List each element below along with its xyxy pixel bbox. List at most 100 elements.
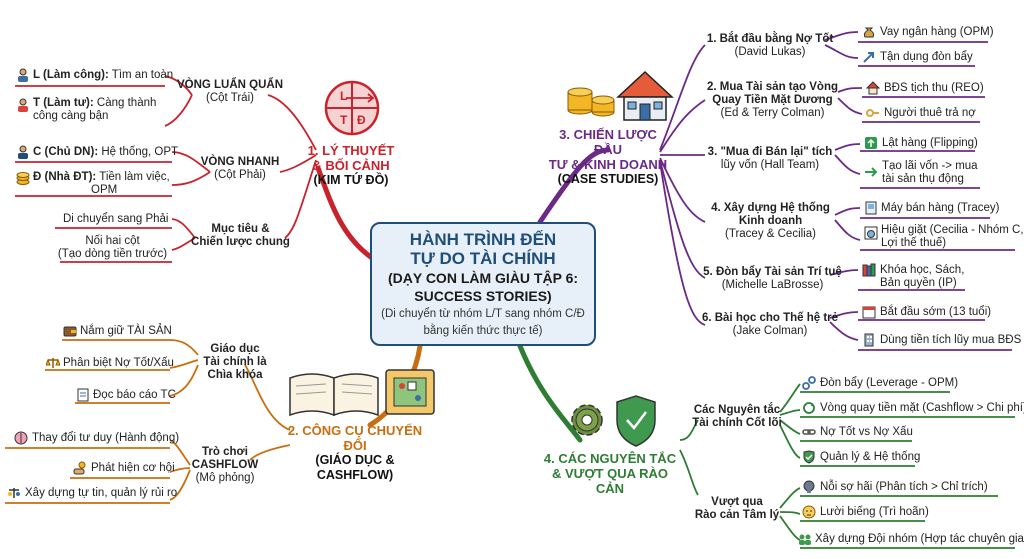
b2-item-good-bad-debt: Phân biệt Nợ Tốt/Xấu [63,357,174,369]
b3-case6-title-line1: 6. Bài học cho Thế hệ trẻ [701,312,839,324]
b2-item-confidence-risk: Xây dựng tự tin, quản lý rủi ro [25,487,178,499]
branch2-title-line1: 2. CÔNG CỤ CHUYỂN ĐỔI [287,423,423,453]
quadrant-letter-t: T [340,113,348,127]
b2-group1-label-line3: Chìa khóa [207,369,263,381]
worker-icon [18,68,28,82]
branch3-title-line1: 3. CHIẾN LƯỢC ĐẦU [559,127,657,157]
b3-case2-title-line3: (Ed & Terry Colman) [720,107,825,119]
b3-case6-title-line2: (Jake Colman) [732,325,808,337]
money-bag-icon [863,27,875,38]
branch4-connector [517,343,583,443]
b2-group1-label-line1: Giáo dục [210,343,260,355]
b2-group2-label-line2: CASHFLOW [191,459,259,471]
branch1-title-line3: (KIM TỨ ĐỒ) [313,173,389,187]
scale-icon [46,358,60,368]
b1-item-t-bold: T (Làm tư): [33,97,94,109]
quadrant-letter-l: L [340,89,348,103]
b3-case4-title-line2: Kinh doanh [738,215,803,227]
cycle-icon [803,402,815,414]
branch3-connector [537,147,611,225]
b2-item-read-reports: Đọc báo cáo TC [93,389,176,401]
books-icon [862,263,876,277]
b1-item-connect-columns: Nối hai cột(Tạo dòng tiền trước) [55,235,170,261]
branch2-title-line2: (GIÁO DỤC & CASHFLOW) [315,453,395,482]
sleepy-face-icon [802,505,816,519]
b3-item-capital-gain-line2: tài sản thụ động [882,173,964,185]
b3-item-laundry-line2: Lợi thế thuế) [881,237,947,249]
b3-item-ip-line2: Bản quyền (IP) [880,277,957,289]
central-title-line2: TỰ DO TÀI CHÍNH [410,249,556,268]
b1-item-c-bold: C (Chủ DN): [33,146,99,158]
b3-item-leverage: Tận dụng đòn bẩy [880,51,973,63]
key-icon [866,109,879,117]
building-icon [864,333,874,347]
b3-case5-title-line2: (Michelle LaBrosse) [721,279,824,291]
b3-case4-title-line3: (Tracey & Cecilia) [725,228,816,240]
branch3-title-line3: (CASE STUDIES) [557,172,659,186]
b1-group2-label-line2: (Cột Phải) [214,169,266,181]
b4-item-laziness: Lười biếng (Trì hoãn) [820,506,929,518]
house-icon [866,81,880,95]
b4-item-leverage: Đòn bẩy (Leverage - OPM) [820,377,959,389]
b3-case1-title-line2: (David Lukas) [734,46,806,58]
balance-icon [8,488,20,498]
b1-item-connect-columns-line2: (Tạo dòng tiền trước) [57,248,168,260]
b2-group2-label-line3: (Mô phỏng) [195,472,255,484]
central-subtitle-line2: SUCCESS STORIES) [414,288,552,304]
b1-item-t-text: Càng thành [93,97,157,109]
b2-group1-label-line2: Tài chính là [203,356,267,368]
investor-coin-icon [16,172,30,185]
b3-case6-title: 6. Bài học cho Thế hệ trẻ(Jake Colman) [700,312,840,338]
business-owner-icon [18,145,28,159]
b2-group2-label: Trò chơi CASHFLOW (Mô phỏng) [190,446,260,485]
branch1-connector [315,165,375,261]
b1-item-c: C (Chủ DN): Hệ thống, OPT [33,146,178,159]
b1-item-move-right: Di chuyển sang Phải [63,213,169,225]
book-and-board-game-icon [289,369,435,417]
b1-item-t-text2: công càng bận [33,110,109,122]
b3-item-start-early: Bắt đầu sớm (13 tuổi) [880,306,992,318]
b4-group2-label-line1: Vượt qua [711,496,763,508]
b1-item-d-text2: OPM [91,184,118,196]
coins-and-house-icon [567,70,674,121]
b3-case4-title-line1: 4. Xây dựng Hệ thống [711,202,830,214]
b2-item-opportunity: Phát hiện cơ hội [91,462,175,474]
head-icon [803,480,815,493]
lever-icon [802,376,816,390]
b3-item-laundry: Hiệu giặt (Cecilia - Nhóm C,Lợi thế thuế… [881,224,1024,250]
b1-item-l-text: Tìm an toàn [108,69,174,81]
b1-item-l-bold: L (Làm công): [33,69,109,81]
cashflow-quadrant-icon [324,80,380,136]
branch1-title-line1: 1. LÝ THUYẾT [307,143,395,158]
shield-check-icon [803,450,815,464]
brain-icon [14,431,28,445]
b2-group2-label-line1: Trò chơi [202,446,248,458]
b1-group1-label-line2: (Cột Trái) [206,92,254,104]
b3-case2-title-line1: 2. Mua Tài sản tạo Vòng [707,81,838,93]
b3-item-capital-gain-line1: Tạo lãi vốn -> mua [882,160,978,172]
b1-item-c-text: Hệ thống, OPT [98,146,179,158]
wallet-icon [63,326,77,337]
b4-group1-label-line1: Các Nguyên tắc [693,404,781,416]
link-icon [802,429,816,435]
b3-case3-title-line2: lũy vốn (Hall Team) [720,159,820,171]
branch1-title-line2: & BỐI CẢNH [312,158,390,173]
branch4-title-line2: & VƯỢT QUA RÀO CẢN [551,466,668,496]
b3-case5-title-line1: 5. Đòn bẩy Tài sản Trí tuệ [703,266,842,278]
b3-case1-title-line1: 1. Bắt đầu bằng Nợ Tốt [706,33,834,45]
team-icon [799,534,811,545]
b4-group2-label: Vượt qua Rào cản Tâm lý [692,496,782,522]
b1-group1-label: VÒNG LUẨN QUẨN (Cột Trái) [170,79,290,105]
b3-item-vending: Máy bán hàng (Tracey) [881,202,1000,214]
b4-group2-label-line2: Rào cản Tâm lý [694,509,780,521]
b3-case3-title-line1: 3. "Mua đi Bán lại" tích [707,146,833,158]
quadrant-letter-d: Đ [357,113,366,127]
b3-case5-title: 5. Đòn bẩy Tài sản Trí tuệ(Michelle LaBr… [700,266,845,292]
b2-item-hold-assets: Nắm giữ TÀI SẢN [80,325,172,337]
central-topic: HÀNH TRÌNH ĐẾN TỰ DO TÀI CHÍNH (DẠY CON … [370,222,596,346]
gear-and-shield-icon [571,395,656,447]
arrow-up-icon [863,52,874,63]
document-icon [77,388,89,402]
